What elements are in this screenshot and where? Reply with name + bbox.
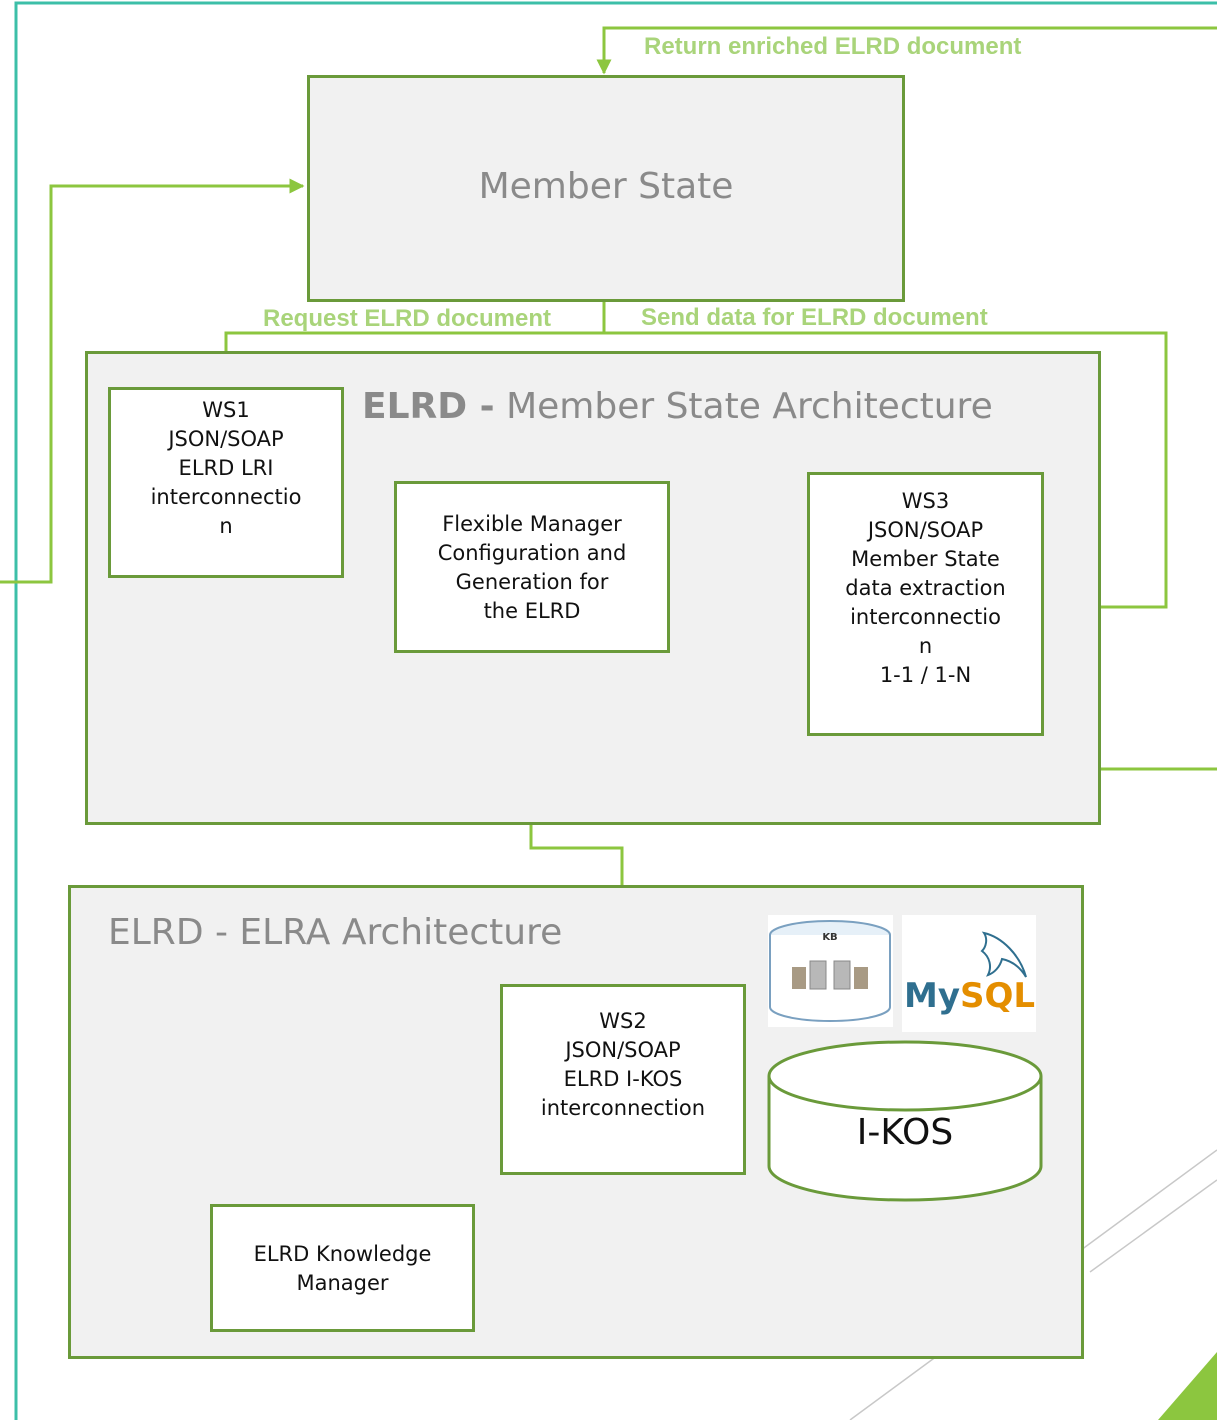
kb-database-icon: KB [769, 920, 891, 1022]
ws2-text: WS2 JSON/SOAP ELRD I-KOS interconnection [503, 1007, 743, 1123]
left-loop-arrow [0, 178, 305, 584]
ws1-line: WS1 [202, 398, 250, 422]
mysql-text-sql: SQL [960, 976, 1035, 1016]
knowledge-manager-text: ELRD Knowledge Manager [213, 1240, 472, 1298]
decor-line-2 [1089, 1179, 1217, 1273]
mysql-dolphin-icon: MySQL [904, 931, 1035, 1016]
slide-frame [14, 1, 1217, 1420]
member-state-title: Member State [478, 166, 734, 207]
ws3-box: WS3 JSON/SOAP Member State data extracti… [807, 472, 1044, 736]
ws3-line: data extraction [845, 576, 1006, 600]
svg-text:MySQL: MySQL [904, 976, 1035, 1016]
ws3-line: 1-1 / 1-N [879, 663, 972, 687]
decor-corner [1158, 1352, 1217, 1420]
mysql-logo: MySQL [902, 915, 1036, 1032]
ws3-line: WS3 [901, 489, 950, 513]
flexible-manager-line: Flexible Manager [442, 512, 622, 536]
ws1-line: ELRD LRI [178, 456, 274, 480]
request-label: Request ELRD document [263, 305, 552, 332]
ms-architecture-title: ELRD - Member State Architecture [362, 386, 993, 427]
ws2-line: JSON/SOAP [565, 1038, 681, 1062]
ikos-label: I-KOS [856, 1112, 954, 1153]
ws2-line: WS2 [599, 1009, 647, 1033]
mysql-text-my: My [904, 976, 960, 1016]
elra-architecture-title: ELRD - ELRA Architecture [108, 912, 563, 953]
knowledge-manager-box: ELRD Knowledge Manager [210, 1204, 475, 1332]
knowledge-manager-line: ELRD Knowledge [253, 1242, 432, 1266]
return-arrow [596, 26, 1217, 75]
ws1-box: WS1 JSON/SOAP ELRD LRI interconnectio n [108, 387, 344, 578]
ws3-line: interconnectio [850, 605, 1001, 629]
ikos-database: I-KOS [767, 1040, 1043, 1202]
send-label: Send data for ELRD document [641, 304, 988, 331]
ws1-text: WS1 JSON/SOAP ELRD LRI interconnectio n [111, 396, 341, 541]
ws2-line: ELRD I-KOS [563, 1067, 683, 1091]
flexible-manager-line: Configuration and [437, 541, 627, 565]
ws3-line: Member State [851, 547, 1000, 571]
ws1-line: n [219, 514, 233, 538]
send-arrow [604, 331, 1168, 615]
ms-architecture-title-prefix: ELRD - [362, 386, 495, 427]
ws2-line: interconnection [540, 1096, 706, 1120]
flexible-manager-text: Flexible Manager Configuration and Gener… [397, 510, 667, 626]
ws1-line: interconnectio [150, 485, 302, 509]
ws3-line: n [918, 634, 933, 658]
flexible-manager-line: Generation for [455, 570, 609, 594]
ws1-line: JSON/SOAP [168, 427, 284, 451]
kb-label: KB [822, 932, 837, 943]
flexible-manager-line: the ELRD [483, 599, 581, 623]
knowledge-manager-line: Manager [296, 1271, 389, 1295]
ws3-text: WS3 JSON/SOAP Member State data extracti… [810, 487, 1041, 690]
ms-architecture-title-rest: Member State Architecture [506, 386, 993, 427]
kb-logo: KB [768, 915, 893, 1027]
ikos-cylinder-icon [767, 1040, 1043, 1202]
ws3-line: JSON/SOAP [867, 518, 984, 542]
ws2-box: WS2 JSON/SOAP ELRD I-KOS interconnection [500, 984, 746, 1175]
member-state-box: Member State [307, 75, 905, 302]
flexible-manager-box: Flexible Manager Configuration and Gener… [394, 481, 670, 653]
return-label: Return enriched ELRD document [644, 33, 1022, 60]
